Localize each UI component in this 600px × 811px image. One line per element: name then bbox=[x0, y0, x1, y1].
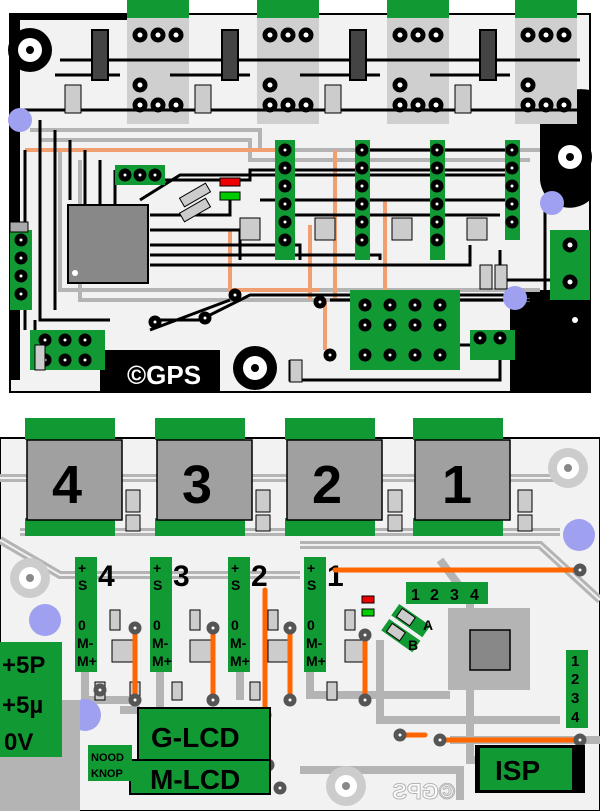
connector-4-number: 4 bbox=[52, 455, 82, 515]
isp-label: ISP bbox=[495, 755, 540, 786]
top-microcontroller bbox=[67, 204, 149, 284]
power-0v-label: 0V bbox=[4, 729, 33, 756]
m-lcd-label: M-LCD bbox=[150, 764, 240, 795]
svg-text:M-: M- bbox=[152, 635, 169, 651]
jumper-a-label: A bbox=[423, 617, 433, 633]
svg-text:M-: M- bbox=[230, 635, 247, 651]
connector-1-number: 1 bbox=[442, 455, 472, 515]
connector-1 bbox=[414, 439, 511, 521]
nood-label: NOOD bbox=[91, 752, 124, 764]
svg-text:4: 4 bbox=[571, 709, 580, 726]
svg-text:0: 0 bbox=[231, 617, 239, 633]
svg-text:M-: M- bbox=[306, 635, 323, 651]
jumper-b-label: B bbox=[408, 637, 418, 653]
channel-header-4 bbox=[75, 557, 97, 672]
channel-header-1 bbox=[304, 557, 326, 672]
svg-text:M+: M+ bbox=[152, 653, 172, 669]
channel-pin-labels: + S 0 M- M+ + S 0 M- M+ + S 0 M- M+ + S … bbox=[77, 560, 326, 669]
channel-1-number: 1 bbox=[327, 560, 344, 593]
top-copyright-label: ©GPS bbox=[127, 360, 201, 390]
connector-4 bbox=[26, 439, 123, 521]
power-block: +5P +5µ 0V bbox=[0, 642, 80, 811]
bottom-leds-jumpers: A B bbox=[361, 595, 433, 653]
svg-text:1: 1 bbox=[571, 653, 579, 670]
svg-text:S: S bbox=[78, 577, 87, 593]
svg-text:2: 2 bbox=[430, 587, 439, 604]
svg-text:M-: M- bbox=[77, 635, 94, 651]
bottom-board: 4 3 2 1 + S 0 bbox=[0, 410, 600, 811]
pad-rings bbox=[14, 27, 578, 367]
lcd-blocks: G-LCD M-LCD bbox=[129, 707, 271, 795]
top-led-red bbox=[219, 177, 241, 187]
svg-text:+: + bbox=[307, 560, 315, 576]
svg-text:S: S bbox=[231, 577, 240, 593]
power-5p-label: +5P bbox=[2, 652, 45, 679]
ground-plane bbox=[510, 290, 590, 392]
svg-text:M+: M+ bbox=[306, 653, 326, 669]
top-mounting-holes bbox=[8, 28, 592, 390]
top-led-green bbox=[219, 191, 241, 201]
bottom-led-red bbox=[361, 595, 375, 604]
svg-text:+: + bbox=[153, 560, 161, 576]
svg-text:2: 2 bbox=[571, 671, 579, 688]
svg-text:M+: M+ bbox=[77, 653, 97, 669]
mirrored-copyright-label: ©GPS bbox=[392, 779, 455, 804]
emergency-button-block: NOOD KNOP bbox=[88, 745, 132, 781]
bottom-microcontroller bbox=[448, 608, 530, 690]
copyright-plate bbox=[100, 350, 220, 392]
channel-headers: + S 0 M- M+ + S 0 M- M+ + S 0 M- M+ + S … bbox=[75, 557, 344, 672]
svg-text:1: 1 bbox=[411, 587, 420, 604]
svg-text:0: 0 bbox=[78, 617, 86, 633]
svg-text:3: 3 bbox=[571, 690, 579, 707]
svg-text:0: 0 bbox=[307, 617, 315, 633]
g-lcd-label: G-LCD bbox=[151, 722, 240, 753]
connector-2-number: 2 bbox=[312, 455, 342, 515]
top-board: ©GPS bbox=[0, 0, 600, 400]
svg-text:3: 3 bbox=[450, 587, 459, 604]
connector-3-number: 3 bbox=[182, 455, 212, 515]
svg-text:S: S bbox=[307, 577, 316, 593]
svg-text:+: + bbox=[78, 560, 86, 576]
channel-4-number: 4 bbox=[98, 560, 115, 593]
svg-text:+: + bbox=[231, 560, 239, 576]
side-header: 1 2 3 4 bbox=[566, 650, 588, 728]
channel-3-number: 3 bbox=[173, 560, 190, 593]
channel-2-number: 2 bbox=[251, 560, 268, 593]
knop-label: KNOP bbox=[91, 768, 123, 780]
svg-text:0: 0 bbox=[153, 617, 161, 633]
data-header: 1 2 3 4 bbox=[406, 582, 488, 604]
power-5u-label: +5µ bbox=[2, 692, 43, 719]
top-components bbox=[9, 29, 508, 383]
connector-2 bbox=[286, 439, 383, 521]
svg-text:M+: M+ bbox=[230, 653, 250, 669]
connector-3 bbox=[156, 439, 253, 521]
bottom-mounting-holes bbox=[10, 448, 595, 806]
svg-text:4: 4 bbox=[470, 587, 479, 604]
channel-header-2 bbox=[228, 557, 250, 672]
svg-text:S: S bbox=[153, 577, 162, 593]
channel-header-3 bbox=[150, 557, 172, 672]
bottom-connectors: 4 3 2 1 bbox=[25, 418, 511, 536]
bottom-led-green bbox=[361, 608, 375, 617]
isp-block: ISP bbox=[475, 745, 585, 793]
